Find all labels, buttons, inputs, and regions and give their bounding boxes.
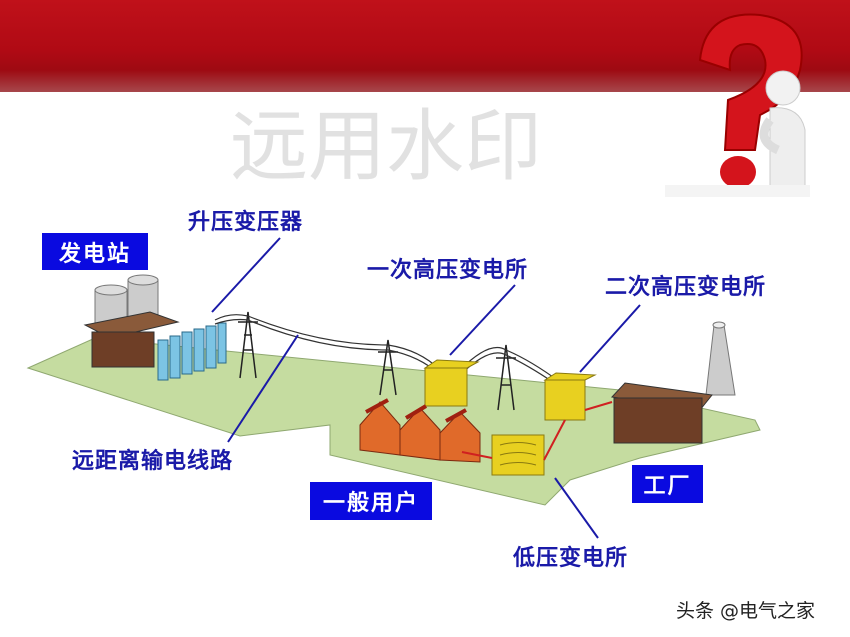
- source-credit: 头条 @电气之家: [676, 600, 816, 622]
- low-voltage-substation-label: 低压变电所: [513, 546, 629, 571]
- step-up-transformer: [157, 322, 227, 381]
- factory: [610, 321, 736, 444]
- question-mark-figure: [665, 13, 810, 197]
- primary-hv-substation-label: 一次高压变电所: [367, 258, 529, 283]
- power-station-label: 发电站: [42, 233, 148, 270]
- power-station: [83, 274, 180, 368]
- distribution-wires: [461, 401, 613, 461]
- secondary-hv-substation-label: 二次高压变电所: [605, 275, 767, 300]
- step-up-transformer-label: 升压变压器: [188, 210, 304, 235]
- long-distance-line-label: 远距离输电线路: [72, 449, 234, 474]
- pointer-lines: [211, 237, 641, 539]
- low-voltage-substation: [491, 434, 545, 476]
- primary-substation: [423, 359, 480, 407]
- factory-label: 工厂: [632, 465, 703, 503]
- general-users-label: 一般用户: [310, 482, 432, 520]
- watermark: 远用水印: [230, 102, 543, 192]
- houses: [359, 398, 481, 463]
